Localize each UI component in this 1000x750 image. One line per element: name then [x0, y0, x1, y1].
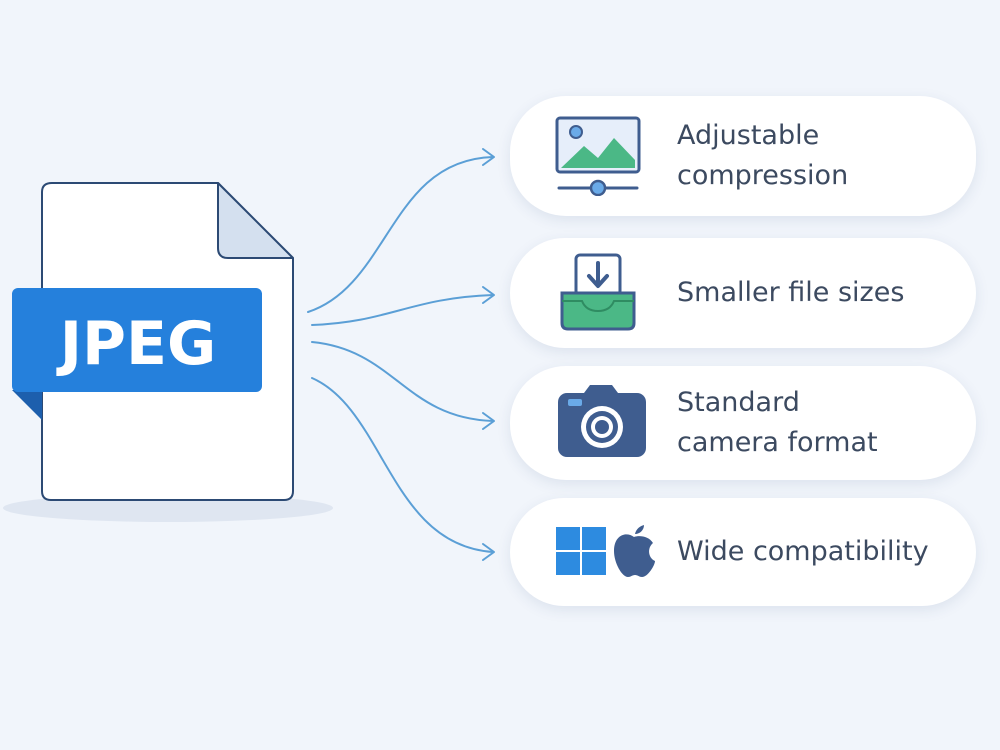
feature-card-compatibility: Wide compatibility — [510, 498, 976, 606]
image-compression-slider-icon — [555, 116, 641, 196]
jpeg-badge — [12, 288, 262, 392]
connector-arrow-1 — [307, 156, 494, 313]
feature-line: compression — [677, 160, 849, 191]
feature-line: Wide compatibility — [677, 536, 929, 567]
feature-line: Standard — [677, 387, 800, 418]
feature-label-compatibility: Wide compatibility — [677, 532, 929, 572]
feature-card-compression: Adjustable compression — [510, 96, 976, 216]
feature-line: Smaller file sizes — [677, 277, 905, 308]
arrowhead-3 — [482, 412, 495, 430]
feature-label-camera: Standard camera format — [677, 383, 878, 463]
camera-icon — [558, 385, 646, 457]
badge-fold — [12, 390, 42, 420]
windows-logo-icon — [556, 527, 606, 575]
feature-line: Adjustable — [677, 120, 820, 151]
feature-card-camera: Standard camera format — [510, 366, 976, 480]
feature-line: camera format — [677, 427, 878, 458]
arrowhead-4 — [482, 543, 495, 561]
arrowhead-2 — [482, 286, 495, 304]
connector-arrow-2 — [311, 294, 494, 326]
feature-card-file-size: Smaller file sizes — [510, 238, 976, 348]
windows-apple-icon — [556, 525, 655, 577]
file-corner-fold — [217, 182, 294, 259]
feature-label-compression: Adjustable compression — [677, 116, 848, 196]
feature-label-file-size: Smaller file sizes — [677, 273, 904, 313]
download-tray-icon — [560, 253, 636, 331]
jpeg-label: JPEG — [56, 309, 217, 379]
connector-arrow-3 — [311, 341, 494, 422]
arrowhead-1 — [482, 148, 495, 166]
apple-logo-icon — [614, 525, 655, 577]
connector-arrow-4 — [311, 377, 494, 553]
